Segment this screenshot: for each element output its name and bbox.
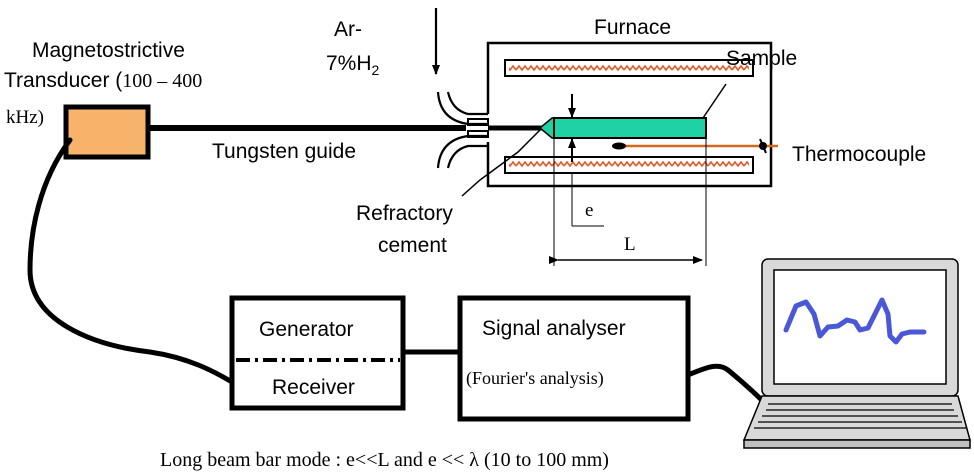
dimension-e-label: e — [585, 200, 593, 221]
heater-top — [504, 59, 754, 77]
sample-bar — [553, 117, 707, 139]
gas-label-line1: Ar- — [334, 18, 362, 41]
screen-waveform — [783, 297, 927, 345]
signal-analyser-label: Signal analyser — [482, 317, 626, 340]
sample-label: Sample — [726, 47, 797, 70]
refractory-label-line2: cement — [378, 234, 447, 257]
heater-bottom — [504, 156, 754, 174]
caption: Long beam bar mode : e<<L and e << λ (10… — [160, 449, 609, 471]
transducer-label-line1: Magnetostrictive — [32, 39, 185, 62]
gas-label-line2: 7%H2 — [326, 52, 380, 78]
receiver-label: Receiver — [272, 376, 355, 399]
refractory-label-line1: Refractory — [356, 202, 453, 225]
thermocouple-label: Thermocouple — [792, 143, 926, 166]
thermocouple — [612, 138, 778, 154]
transducer-frequency-unit: kHz) — [6, 107, 44, 128]
guide-coupling — [467, 118, 489, 138]
magnetostrictive-transducer — [63, 104, 151, 160]
tungsten-guide-label: Tungsten guide — [212, 140, 356, 163]
generator-label: Generator — [259, 318, 354, 341]
furnace-label: Furnace — [594, 16, 671, 39]
signal-analyser-box — [457, 295, 691, 422]
transducer-label-line2: Transducer (100 – 400 — [4, 69, 202, 92]
furnace — [486, 41, 773, 188]
laptop-computer — [742, 258, 971, 449]
leader-lines — [461, 83, 727, 197]
fourier-analysis-label: (Fourier's analysis) — [466, 368, 604, 389]
dimension-L-label: L — [624, 234, 636, 255]
cables — [27, 137, 771, 410]
dimension-lines — [549, 138, 707, 266]
generator-receiver-box — [229, 295, 406, 411]
